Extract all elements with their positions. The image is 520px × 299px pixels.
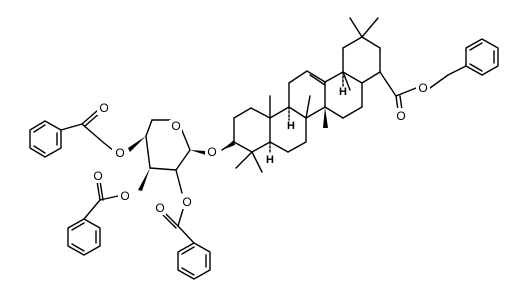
ring-B	[269, 106, 307, 155]
atom-labels: O O O O O O O O O O H H H	[92, 81, 430, 215]
ring-E	[342, 17, 381, 91]
benzoyl-middle-left	[67, 180, 119, 256]
hydrogen-c18: H	[339, 86, 347, 98]
carbonyl-oxygen-4: O	[396, 109, 405, 123]
benzyl-ester	[379, 38, 499, 111]
benzoyl-bottom	[162, 205, 211, 280]
sugar-ring	[128, 119, 206, 194]
ring-A	[221, 95, 271, 173]
sugar-ring-oxygen: O	[171, 119, 180, 133]
ester-oxygen-3: O	[182, 195, 191, 209]
ester-oxygen-4: O	[418, 81, 427, 95]
hydrogen-c9: H	[287, 120, 295, 132]
ester-oxygen-2: O	[120, 189, 129, 203]
carbonyl-oxygen-3: O	[155, 201, 164, 215]
glycosidic-oxygen: O	[207, 145, 216, 159]
carbonyl-oxygen-2: O	[93, 169, 102, 183]
ring-D	[324, 71, 363, 119]
benzoyl-top-left	[29, 109, 115, 158]
hydrogen-c5: H	[266, 154, 274, 166]
ring-C	[288, 70, 328, 128]
carbonyl-oxygen-1: O	[99, 101, 108, 115]
ester-oxygen-1: O	[115, 146, 124, 160]
